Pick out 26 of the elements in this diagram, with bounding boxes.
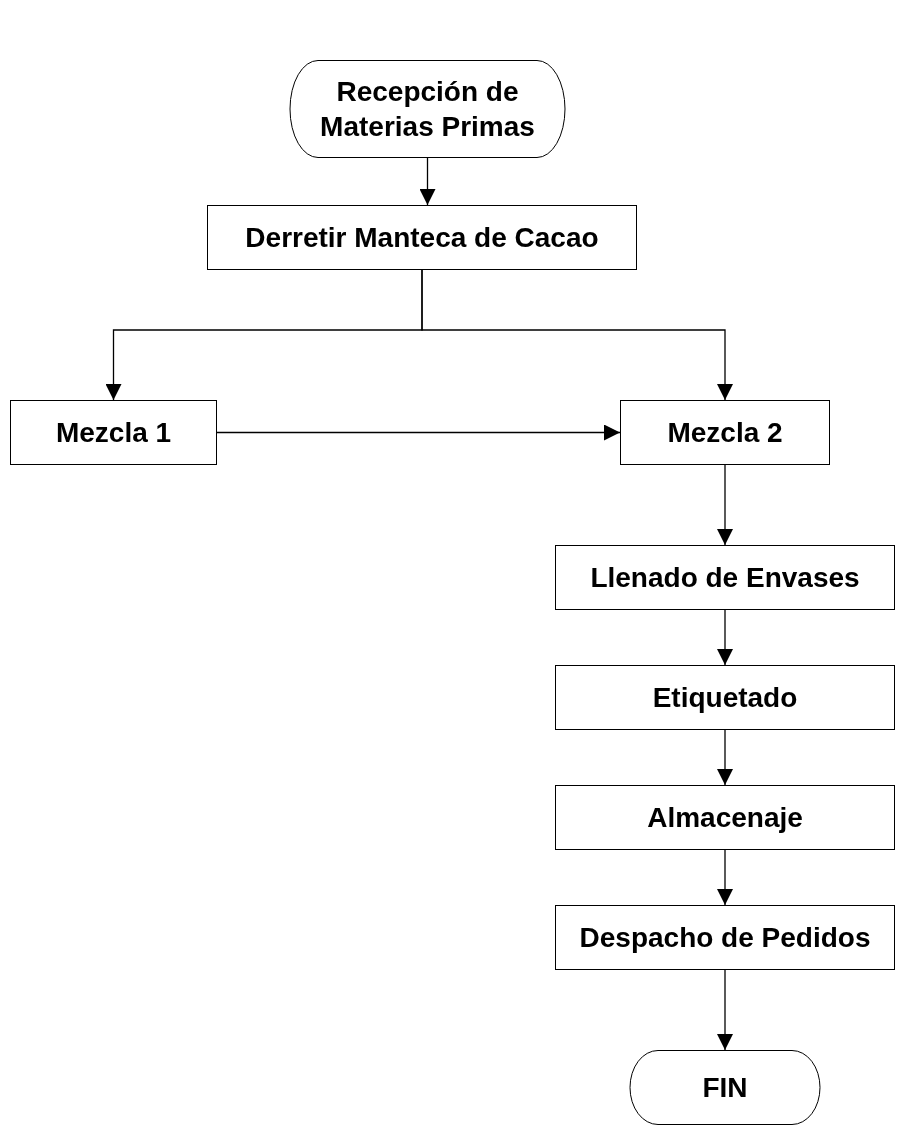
arrow xyxy=(216,424,621,441)
node-label: Despacho de Pedidos xyxy=(579,921,871,955)
arrow xyxy=(717,609,733,666)
process-box xyxy=(555,545,895,610)
node-label: Almacenaje xyxy=(647,801,803,835)
node-label: Etiquetado xyxy=(652,681,798,715)
process-box xyxy=(555,665,895,730)
arrow xyxy=(419,157,436,206)
process-box xyxy=(555,785,895,850)
node-label: Derretir Manteca de Cacao xyxy=(245,221,599,255)
arrow xyxy=(717,849,733,906)
process-box xyxy=(10,400,217,465)
node-label: FIN xyxy=(701,1071,749,1105)
arrow xyxy=(717,464,733,546)
arrow xyxy=(717,729,733,786)
process-box xyxy=(620,400,830,465)
process-box xyxy=(555,905,895,970)
node-label: Recepción de Materias Primas xyxy=(319,75,536,144)
arrow xyxy=(717,969,733,1051)
node-label: Mezcla 1 xyxy=(55,416,172,450)
node-label: Mezcla 2 xyxy=(667,416,783,450)
terminal-shape xyxy=(290,60,565,158)
process-box xyxy=(207,205,637,270)
node-label: Llenado de Envases xyxy=(590,561,860,595)
terminal-shape xyxy=(630,1050,820,1125)
arrow xyxy=(421,269,733,401)
